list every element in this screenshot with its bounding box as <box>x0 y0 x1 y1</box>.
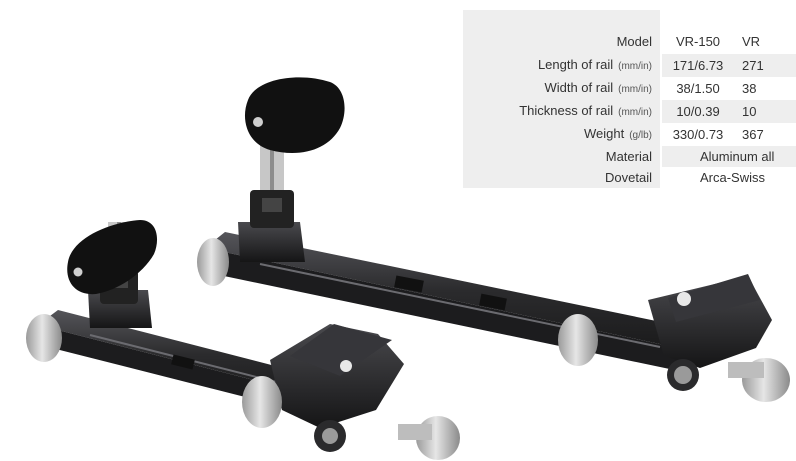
row-label: Dovetail <box>463 167 662 188</box>
spec-header-row: Model VR-150 VR <box>463 10 796 54</box>
spec-row-weight: Weight (g/lb) 330/0.73 367 <box>463 123 796 146</box>
rail-large <box>197 77 790 402</box>
spec-table: Model VR-150 VR Length of rail (mm/in) 17… <box>463 10 796 188</box>
spec-row-material: Material Aluminum all <box>463 146 796 167</box>
rail-large-block <box>238 222 305 262</box>
knob-small-left <box>26 314 62 362</box>
spec-row-thickness: Thickness of rail (mm/in) 10/0.39 10 <box>463 100 796 123</box>
row-unit: (mm/in) <box>618 107 652 118</box>
rail-small <box>26 220 460 460</box>
spec-row-dovetail: Dovetail Arca-Swiss <box>463 167 796 188</box>
handle-grip-large <box>244 77 345 154</box>
knob-large-clamp <box>558 314 598 366</box>
row-unit: (g/lb) <box>629 130 652 141</box>
row-value-col1: 330/0.73 <box>661 123 734 146</box>
row-unit: (mm/in) <box>618 84 652 95</box>
row-label: Material <box>463 146 662 167</box>
knob-small-clamp <box>242 376 282 428</box>
header-model-vr-next: VR <box>734 10 796 54</box>
row-value-merged: Aluminum all <box>661 146 796 167</box>
row-value-col1: 10/0.39 <box>661 100 734 123</box>
handle-grip-small <box>67 220 158 295</box>
row-label: Weight <box>583 126 625 141</box>
row-value-col1: 171/6.73 <box>661 54 734 77</box>
row-value-col2: 367 <box>734 123 796 146</box>
row-value-merged: Arca-Swiss <box>700 170 766 185</box>
row-value-col2: 38 <box>734 77 796 100</box>
header-model-vr150: VR-150 <box>661 10 734 54</box>
row-value-col2: 10 <box>734 100 796 123</box>
knob-large-left <box>197 238 229 286</box>
row-value-col1: 38/1.50 <box>661 77 734 100</box>
row-label: Thickness of rail <box>519 103 614 118</box>
row-value-col2: 271 <box>734 54 796 77</box>
spec-row-length: Length of rail (mm/in) 171/6.73 271 <box>463 54 796 77</box>
row-label: Width of rail <box>544 80 614 95</box>
spec-row-width: Width of rail (mm/in) 38/1.50 38 <box>463 77 796 100</box>
row-unit: (mm/in) <box>618 61 652 72</box>
header-model-label: Model <box>463 10 662 54</box>
row-label: Length of rail <box>537 57 614 72</box>
